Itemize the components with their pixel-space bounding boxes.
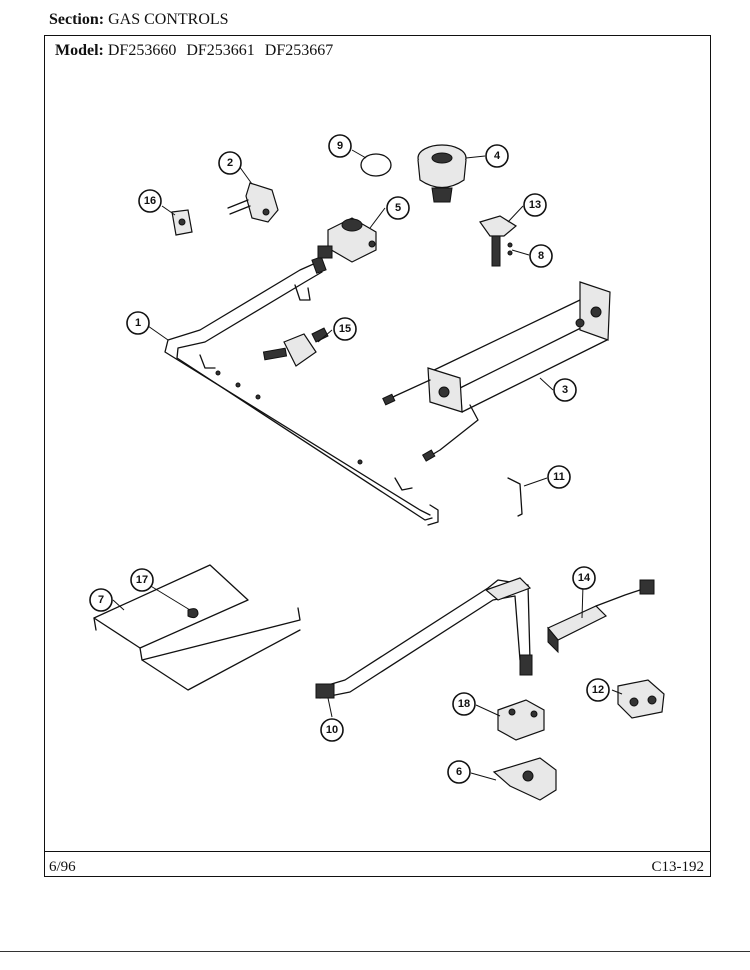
svg-text:7: 7 xyxy=(98,594,104,606)
svg-text:10: 10 xyxy=(326,724,338,736)
page-bottom-rule xyxy=(0,951,750,952)
svg-text:12: 12 xyxy=(592,684,604,696)
footer-code: C13-192 xyxy=(651,859,705,875)
svg-text:18: 18 xyxy=(458,698,470,710)
callout-16: 16 xyxy=(138,189,162,213)
o-ring-part xyxy=(360,153,392,177)
footer-date: 6/96 xyxy=(49,859,76,875)
module-part xyxy=(547,579,655,654)
svg-text:9: 9 xyxy=(337,140,343,152)
callout-2: 2 xyxy=(218,151,242,175)
callout-9: 9 xyxy=(328,134,352,158)
callout-5: 5 xyxy=(386,196,410,220)
regulator-part xyxy=(317,217,377,263)
section-title: Section: GAS CONTROLS xyxy=(49,11,229,29)
svg-text:2: 2 xyxy=(227,157,233,169)
svg-text:14: 14 xyxy=(578,572,591,584)
callout-11: 11 xyxy=(547,465,571,489)
section-label: Section: xyxy=(49,11,105,28)
callout-10: 10 xyxy=(320,718,344,742)
tube-part xyxy=(507,477,523,517)
callout-7: 7 xyxy=(89,588,113,612)
svg-text:5: 5 xyxy=(395,202,401,214)
callout-18: 18 xyxy=(452,692,476,716)
callout-17: 17 xyxy=(130,568,154,592)
callout-1: 1 xyxy=(126,311,150,335)
lever-arm-part xyxy=(315,577,533,699)
burner-cap-part xyxy=(417,144,467,203)
shield-part xyxy=(93,564,301,691)
burner-assembly-part xyxy=(382,281,611,462)
callout-14: 14 xyxy=(572,566,596,590)
svg-text:15: 15 xyxy=(339,323,351,335)
svg-text:13: 13 xyxy=(529,199,541,211)
valve-15-part xyxy=(262,327,329,367)
svg-text:3: 3 xyxy=(562,384,568,396)
section-value: GAS CONTROLS xyxy=(108,11,229,28)
model-line: Model: DF253660 DF253661 DF253667 xyxy=(55,42,339,60)
footer-rule xyxy=(45,851,710,852)
callout-3: 3 xyxy=(553,378,577,402)
callout-12: 12 xyxy=(586,678,610,702)
callout-8: 8 xyxy=(529,244,553,268)
svg-text:4: 4 xyxy=(494,150,501,162)
callout-6: 6 xyxy=(447,760,471,784)
svg-text:17: 17 xyxy=(136,574,148,586)
svg-text:1: 1 xyxy=(135,317,141,329)
callout-13: 13 xyxy=(523,193,547,217)
model-number: DF253661 xyxy=(186,42,255,59)
manifold-pipe xyxy=(164,256,439,526)
switch-part xyxy=(617,679,665,719)
model-number: DF253667 xyxy=(264,42,334,59)
svg-text:8: 8 xyxy=(538,250,544,262)
bracket-part xyxy=(479,215,518,267)
svg-text:16: 16 xyxy=(144,195,156,207)
callout-4: 4 xyxy=(485,144,509,168)
leader-lines xyxy=(112,149,623,781)
mount-bracket-part xyxy=(492,757,557,801)
callout-15: 15 xyxy=(333,317,357,341)
svg-text:11: 11 xyxy=(553,471,565,483)
model-number: DF253660 xyxy=(107,42,177,59)
clip-part xyxy=(171,209,193,236)
valve-part xyxy=(227,182,279,223)
sensor-part xyxy=(497,699,545,741)
diagram-frame: Model: DF253660 DF253661 DF253667 6/96 C… xyxy=(44,35,711,877)
model-label: Model: xyxy=(55,42,104,59)
model-list: DF253660 DF253661 DF253667 xyxy=(108,42,339,59)
svg-text:6: 6 xyxy=(456,766,462,778)
